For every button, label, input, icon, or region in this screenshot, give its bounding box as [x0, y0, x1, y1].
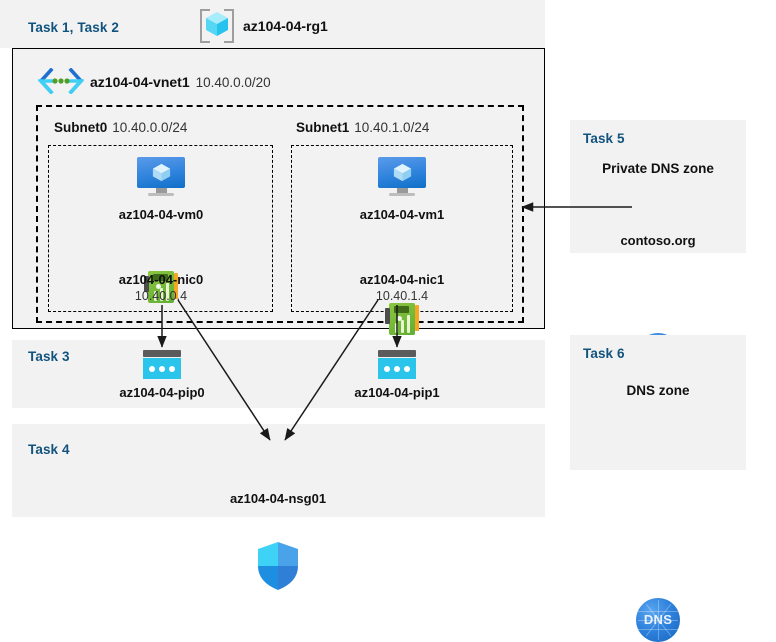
public-ip-band	[12, 340, 545, 408]
pip0-name: az104-04-pip0	[119, 385, 205, 400]
resource-group-name: az104-04-rg1	[243, 18, 328, 34]
task-label-6: Task 6	[583, 346, 625, 361]
subnet0-inner-box	[48, 145, 273, 312]
pip1-name: az104-04-pip1	[354, 385, 440, 400]
task-label-5: Task 5	[583, 131, 625, 146]
private-dns-zone-title: Private DNS zone	[602, 161, 714, 176]
subnet0-title: Subnet0 10.40.0.0/24	[54, 120, 187, 135]
subnet1-title: Subnet1 10.40.1.0/24	[296, 120, 429, 135]
dns-zone-title: DNS zone	[626, 383, 690, 398]
subnets-container	[36, 105, 524, 323]
nsg-name: az104-04-nsg01	[229, 491, 327, 506]
virtual-machine-icon	[378, 157, 426, 199]
private-dns-zone-name: contoso.org	[620, 233, 696, 248]
task-label-1-2: Task 1, Task 2	[28, 20, 119, 35]
network-interface-icon	[144, 271, 178, 303]
vnet-name: az104-04-vnet1	[90, 74, 190, 90]
dns-zone-panel	[570, 335, 746, 470]
public-ip-icon	[143, 350, 181, 380]
resource-group-band	[0, 0, 545, 48]
resource-group-icon	[200, 7, 234, 43]
subnet0-cidr: 10.40.0.0/24	[112, 120, 188, 135]
task-label-4: Task 4	[28, 442, 70, 457]
virtual-network-icon	[36, 67, 86, 99]
private-dns-zone-panel	[570, 120, 746, 253]
vm1-name: az104-04-vm1	[359, 207, 445, 222]
public-ip-icon	[378, 350, 416, 380]
nic1-name: az104-04-nic1	[359, 272, 445, 287]
vnet-cidr: 10.40.0.0/20	[195, 75, 271, 90]
virtual-machine-icon	[137, 157, 185, 199]
nic1-ip: 10.40.1.4	[375, 289, 429, 303]
subnet1-cidr: 10.40.1.0/24	[354, 120, 430, 135]
subnet0-name: Subnet0	[54, 120, 108, 135]
nic0-name: az104-04-nic0	[118, 272, 204, 287]
network-security-group-icon	[256, 541, 300, 591]
vnet-container	[12, 48, 545, 329]
dns-icon-text: DNS	[643, 612, 673, 627]
task-label-3: Task 3	[28, 349, 70, 364]
nic0-ip: 10.40.0.4	[134, 289, 188, 303]
dns-icon: DNS	[636, 598, 680, 642]
network-interface-icon	[385, 303, 419, 335]
nsg-band	[12, 424, 545, 517]
vnet-header: az104-04-vnet1 10.40.0.0/20	[90, 74, 271, 90]
subnet1-name: Subnet1	[296, 120, 350, 135]
vm0-name: az104-04-vm0	[118, 207, 204, 222]
